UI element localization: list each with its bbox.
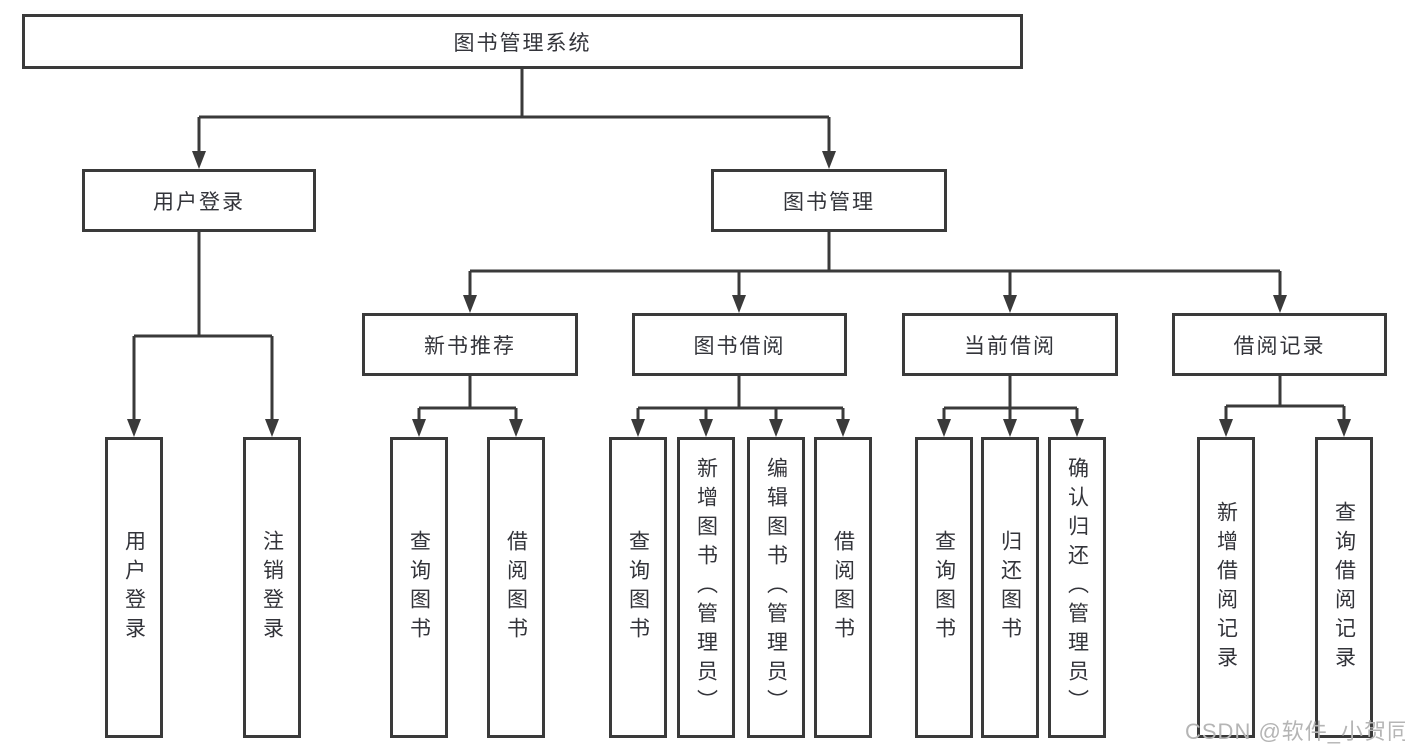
leaf-user-login-label: 用户登录 bbox=[122, 529, 146, 646]
leaf-query-books-recommend-label: 查询图书 bbox=[407, 529, 431, 646]
node-borrow-records-label: 借阅记录 bbox=[1233, 334, 1326, 358]
node-borrow-records: 借阅记录 bbox=[1172, 313, 1387, 376]
leaf-logout-label: 注销登录 bbox=[260, 529, 284, 646]
node-new-book-recommend: 新书推荐 bbox=[362, 313, 578, 376]
leaf-logout: 注销登录 bbox=[243, 437, 301, 738]
node-book-borrow-label: 图书借阅 bbox=[693, 334, 786, 358]
leaf-confirm-return-admin: 确认归还（管理员） bbox=[1048, 437, 1106, 738]
leaf-confirm-return-admin-label: 确认归还（管理员） bbox=[1065, 457, 1089, 718]
leaf-borrow-books: 借阅图书 bbox=[814, 437, 872, 738]
leaf-return-book: 归还图书 bbox=[981, 437, 1039, 738]
csdn-watermark: CSDN @软件_小贺同学 bbox=[1185, 719, 1405, 744]
leaf-borrow-books-recommend: 借阅图书 bbox=[487, 437, 545, 738]
node-book-borrow: 图书借阅 bbox=[632, 313, 847, 376]
node-current-borrow: 当前借阅 bbox=[902, 313, 1118, 376]
leaf-add-borrow-record: 新增借阅记录 bbox=[1197, 437, 1255, 738]
leaf-edit-book-admin-label: 编辑图书（管理员） bbox=[764, 457, 788, 718]
node-user-login: 用户登录 bbox=[82, 169, 316, 232]
leaf-return-book-label: 归还图书 bbox=[998, 529, 1022, 646]
node-root-label: 图书管理系统 bbox=[453, 31, 592, 55]
leaf-query-books-borrow-label: 查询图书 bbox=[626, 529, 650, 646]
leaf-borrow-books-recommend-label: 借阅图书 bbox=[504, 529, 528, 646]
leaf-query-books-recommend: 查询图书 bbox=[390, 437, 448, 738]
node-root: 图书管理系统 bbox=[22, 14, 1023, 69]
node-book-management: 图书管理 bbox=[711, 169, 947, 232]
node-new-book-recommend-label: 新书推荐 bbox=[424, 334, 516, 358]
leaf-query-books-borrow: 查询图书 bbox=[609, 437, 667, 738]
node-user-login-label: 用户登录 bbox=[153, 190, 245, 214]
leaf-query-books-current: 查询图书 bbox=[915, 437, 973, 738]
leaf-query-borrow-record-label: 查询借阅记录 bbox=[1332, 500, 1356, 675]
tree-edges bbox=[132, 69, 1346, 423]
node-current-borrow-label: 当前借阅 bbox=[964, 334, 1056, 358]
leaf-user-login: 用户登录 bbox=[105, 437, 163, 738]
leaf-edit-book-admin: 编辑图书（管理员） bbox=[747, 437, 805, 738]
leaf-add-book-admin-label: 新增图书（管理员） bbox=[694, 457, 718, 718]
leaf-borrow-books-label: 借阅图书 bbox=[831, 529, 855, 646]
node-book-management-label: 图书管理 bbox=[783, 190, 875, 214]
leaf-add-borrow-record-label: 新增借阅记录 bbox=[1214, 500, 1238, 675]
leaf-add-book-admin: 新增图书（管理员） bbox=[677, 437, 735, 738]
leaf-query-books-current-label: 查询图书 bbox=[932, 529, 956, 646]
leaf-query-borrow-record: 查询借阅记录 bbox=[1315, 437, 1373, 738]
